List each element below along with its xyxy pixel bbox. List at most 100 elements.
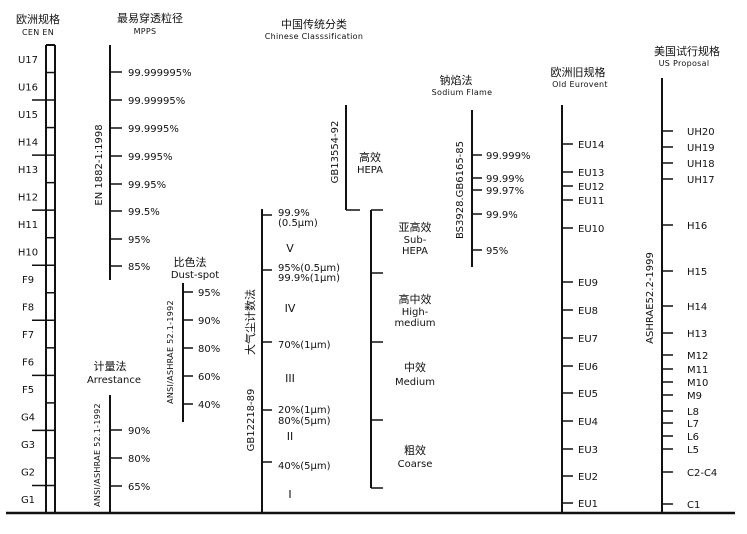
eurovent-title-en: Old Eurovent xyxy=(552,80,608,89)
category-en2-label: medium xyxy=(394,318,435,329)
us-class-label: UH19 xyxy=(687,143,715,154)
eurovent-class-label: EU9 xyxy=(578,278,598,289)
cen-class-label: F6 xyxy=(22,358,34,369)
arrestance-title-en: Arrestance xyxy=(87,375,141,386)
cen-class-label: U17 xyxy=(18,55,38,66)
category-en-label: Coarse xyxy=(398,459,433,470)
mpps-value-label: 99.995% xyxy=(128,152,173,163)
mpps-standard: EN 1882-1:1998 xyxy=(94,124,105,205)
dustspot-value-label: 60% xyxy=(198,372,220,383)
us-class-label: UH18 xyxy=(687,159,715,170)
eurovent-class-label: EU2 xyxy=(578,472,598,483)
chinese-title-en: Chinese Classsification xyxy=(265,32,364,41)
cen-title-en: CEN EN xyxy=(22,28,54,37)
us-class-label: L6 xyxy=(687,432,699,443)
arrestance-value-label: 65% xyxy=(128,482,150,493)
dustspot-value-label: 80% xyxy=(198,344,220,355)
eurovent-column: 欧洲旧规格 Old Eurovent EU14EU13EU12EU11EU10E… xyxy=(551,65,608,513)
cen-class-label: G4 xyxy=(21,413,35,424)
dustspot-value-label: 95% xyxy=(198,288,220,299)
arrestance-ticks xyxy=(110,429,122,487)
us-class-label: C1 xyxy=(687,500,700,511)
us-ticks xyxy=(662,130,673,505)
sodium-value-label: 99.97% xyxy=(486,186,524,197)
cen-class-label: U16 xyxy=(18,82,38,93)
chinese-title-cn: 中国传统分类 xyxy=(281,17,347,31)
eurovent-labels: EU14EU13EU12EU11EU10EU9EU8EU7EU6EU5EU4EU… xyxy=(578,140,604,510)
sodium-ticks xyxy=(472,154,482,251)
eurovent-class-label: EU10 xyxy=(578,224,604,235)
us-class-label: M10 xyxy=(687,378,708,389)
sodium-value-label: 99.9% xyxy=(486,210,518,221)
arrestance-column: 计量法 Arrestance ANSI/ASHRAE 52.1-1992 90%… xyxy=(87,359,150,513)
us-title-en: US Proposal xyxy=(659,59,710,68)
mpps-ticks xyxy=(110,71,122,267)
mpps-value-label: 85% xyxy=(128,262,150,273)
eurovent-class-label: EU6 xyxy=(578,362,598,373)
us-class-label: UH20 xyxy=(687,127,715,138)
mpps-value-label: 99.9995% xyxy=(128,124,179,135)
chinese-grade-label: III xyxy=(285,372,295,385)
chinese-column: 中国传统分类 Chinese Classsification 大气尘计数法 GB… xyxy=(243,17,436,513)
cen-ticks xyxy=(32,71,55,487)
us-labels: UH20UH19UH18UH17H16H15H14H13M12M11M10M9L… xyxy=(687,127,717,511)
mpps-title-en: MPPS xyxy=(134,27,157,36)
arrestance-labels: 90%80%65% xyxy=(128,426,150,493)
mpps-value-label: 99.99995% xyxy=(128,96,185,107)
category-ticks xyxy=(371,209,383,489)
cen-class-label: H10 xyxy=(18,247,38,258)
category-en-hepa: HEPA xyxy=(357,165,383,176)
chinese-value-label: 20%(1μm) xyxy=(278,405,331,416)
cen-class-label: G3 xyxy=(21,440,35,451)
eurovent-class-label: EU13 xyxy=(578,168,604,179)
sodium-value-label: 95% xyxy=(486,246,508,257)
category-cn-hepa: 高效 xyxy=(359,150,381,164)
cen-class-label: U15 xyxy=(18,110,38,121)
sodium-value-label: 99.999% xyxy=(486,151,531,162)
sodium-standard: BS3928.GB6165-85 xyxy=(455,141,466,239)
arrestance-value-label: 90% xyxy=(128,426,150,437)
us-class-label: C2-C4 xyxy=(687,468,717,479)
category-en2-label: HEPA xyxy=(402,246,428,257)
chinese-standard-hepa: GB13554-92 xyxy=(330,121,341,184)
eurovent-class-label: EU7 xyxy=(578,334,598,345)
cen-class-label: H11 xyxy=(18,220,38,231)
cen-class-label: H12 xyxy=(18,192,38,203)
cen-column: 欧洲规格 CEN EN U17U16U15H14H13H12H11H10F9F8… xyxy=(16,12,60,513)
dustspot-column: 比色法 Dust-spot ANSI/ASHRAE 52.1-1992 95%9… xyxy=(166,255,220,422)
chinese-method: 大气尘计数法 xyxy=(243,289,257,355)
us-class-label: H16 xyxy=(687,221,707,232)
us-class-label: UH17 xyxy=(687,175,715,186)
us-class-label: H15 xyxy=(687,267,707,278)
category-en-label: Sub- xyxy=(404,235,427,246)
chinese-value-label: 70%(1μm) xyxy=(278,340,331,351)
us-column: 美国试行规格 US Proposal ASHRAE52.2-1999 UH20U… xyxy=(645,44,720,513)
eurovent-title-cn: 欧洲旧规格 xyxy=(551,65,606,79)
chinese-ticks xyxy=(262,214,272,463)
us-class-label: L7 xyxy=(687,419,699,430)
chinese-value-label: 40%(5μm) xyxy=(278,461,331,472)
chinese-values: 99.9%(0.5μm)95%(0.5μm)99.9%(1μm)70%(1μm)… xyxy=(278,208,340,472)
cen-class-label: H14 xyxy=(18,137,38,148)
dustspot-ticks xyxy=(183,291,193,405)
mpps-value-label: 99.95% xyxy=(128,180,166,191)
mpps-labels: 99.999995%99.99995%99.9995%99.995%99.95%… xyxy=(128,68,192,273)
eurovent-class-label: EU8 xyxy=(578,306,598,317)
sodium-labels: 99.999% 99.99%99.97% 99.9% 95% xyxy=(486,151,531,257)
cen-title-cn: 欧洲规格 xyxy=(16,12,60,26)
us-class-label: M12 xyxy=(687,351,708,362)
cen-class-label: F7 xyxy=(22,330,34,341)
chinese-value-label: 80%(5μm) xyxy=(278,416,331,427)
category-labels: 高效HEPA亚高效Sub-HEPA高中效High-medium中效Medium粗… xyxy=(357,150,436,470)
sodium-value-label: 99.99% xyxy=(486,174,524,185)
us-class-label: M9 xyxy=(687,391,702,402)
us-class-label: L5 xyxy=(687,445,699,456)
arrestance-standard: ANSI/ASHRAE 52.1-1992 xyxy=(93,403,102,507)
mpps-value-label: 95% xyxy=(128,235,150,246)
us-class-label: L8 xyxy=(687,407,699,418)
us-class-label: M11 xyxy=(687,365,708,376)
dustspot-value-label: 40% xyxy=(198,400,220,411)
chinese-grade-label: II xyxy=(287,430,294,443)
